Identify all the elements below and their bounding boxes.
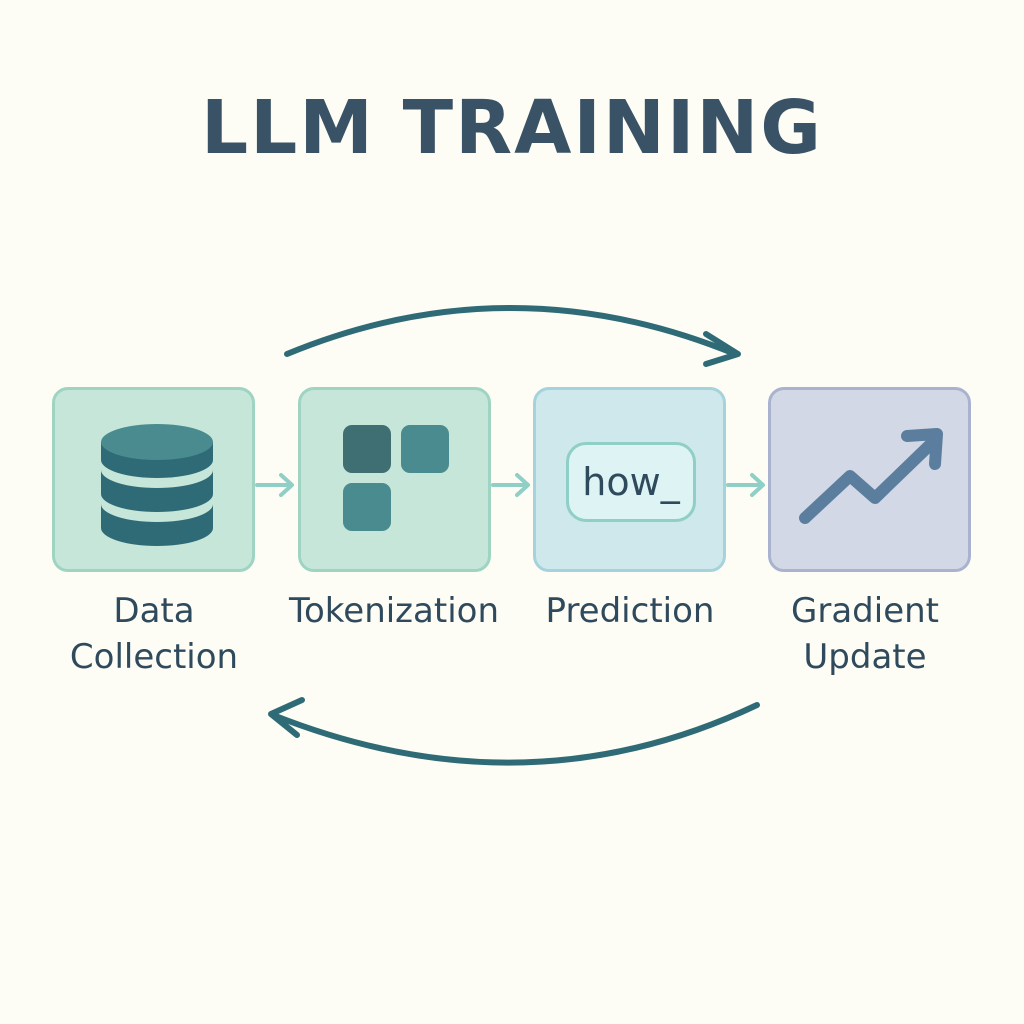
token-square [343,483,391,531]
stage-label-tokenization: Tokenization [289,591,499,631]
cycle-arrow-forward [284,305,741,367]
stage-label-prediction: Prediction [545,591,715,631]
tokens-icon [343,425,449,531]
diagram-title: LLM TRAINING [200,85,824,171]
stage-tokenization [298,387,491,572]
database-icon [101,424,213,546]
token-square [343,425,391,473]
stage-prediction: how_ [533,387,726,572]
token-square [401,425,449,473]
stage-label-gradient-update: Gradient Update [791,591,939,677]
trending-up-icon [799,428,943,524]
cycle-arrow-back [268,697,760,766]
connector-arrow [255,473,294,497]
stage-data-collection [52,387,255,572]
text-prompt-icon: how_ [566,442,696,522]
connector-arrow [726,473,765,497]
stage-label-data-collection: Data Collection [69,591,239,677]
prompt-text: how_ [582,460,680,504]
connector-arrow [491,473,530,497]
stage-gradient-update [768,387,971,572]
